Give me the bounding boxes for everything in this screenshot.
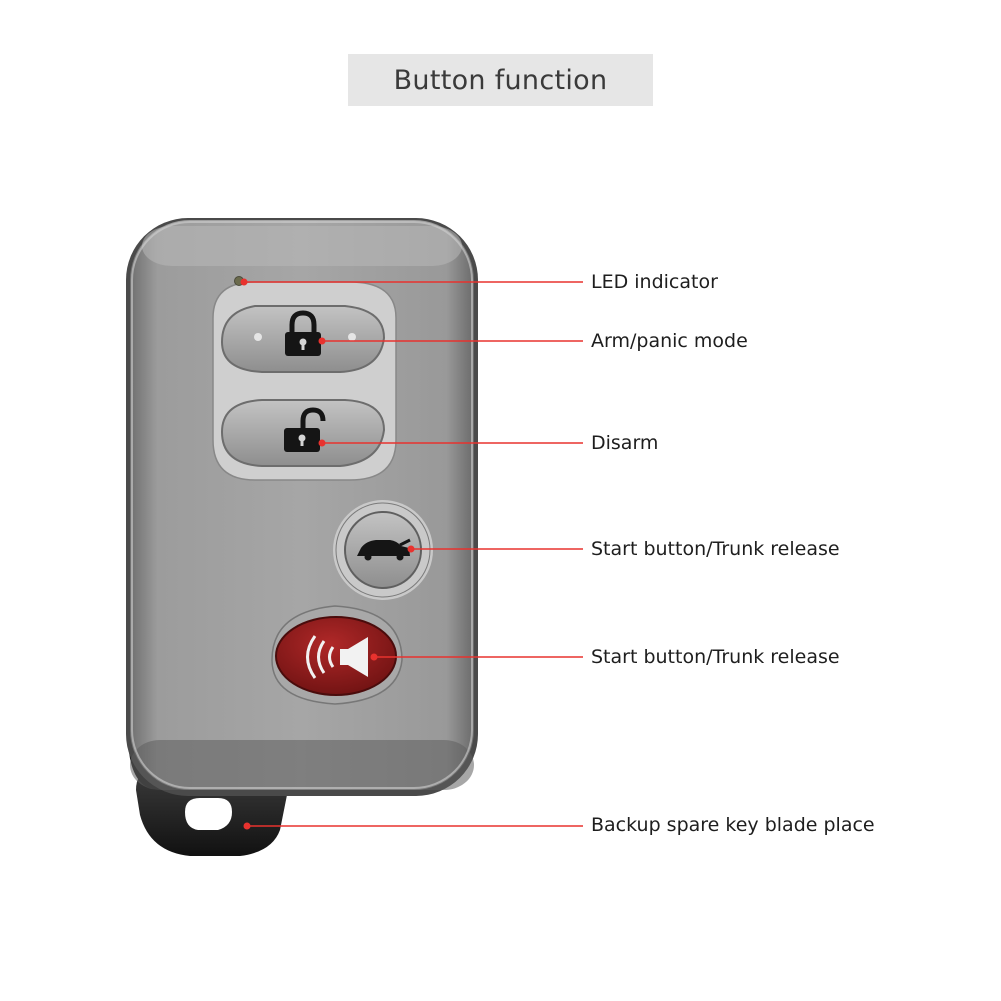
trunk-button[interactable]	[333, 500, 433, 600]
label-arm-panic-mode: Arm/panic mode	[591, 330, 748, 352]
label-trunk-release: Start button/Trunk release	[591, 538, 840, 560]
label-disarm: Disarm	[591, 432, 659, 454]
key-ring-loop	[185, 798, 232, 830]
lock-button[interactable]	[220, 305, 386, 373]
page-title: Button function	[393, 64, 608, 96]
title-box: Button function	[348, 54, 653, 106]
unlocked-padlock-icon	[284, 407, 326, 452]
locked-padlock-icon	[285, 310, 321, 356]
label-panic-start: Start button/Trunk release	[591, 646, 840, 668]
panic-button[interactable]	[271, 605, 403, 705]
unlock-button[interactable]	[220, 399, 386, 467]
car-trunk-icon	[357, 538, 411, 561]
callout-lines	[240, 278, 583, 830]
label-backup-key-blade: Backup spare key blade place	[591, 814, 875, 836]
label-led-indicator: LED indicator	[591, 271, 718, 293]
alarm-speaker-icon	[306, 635, 368, 679]
